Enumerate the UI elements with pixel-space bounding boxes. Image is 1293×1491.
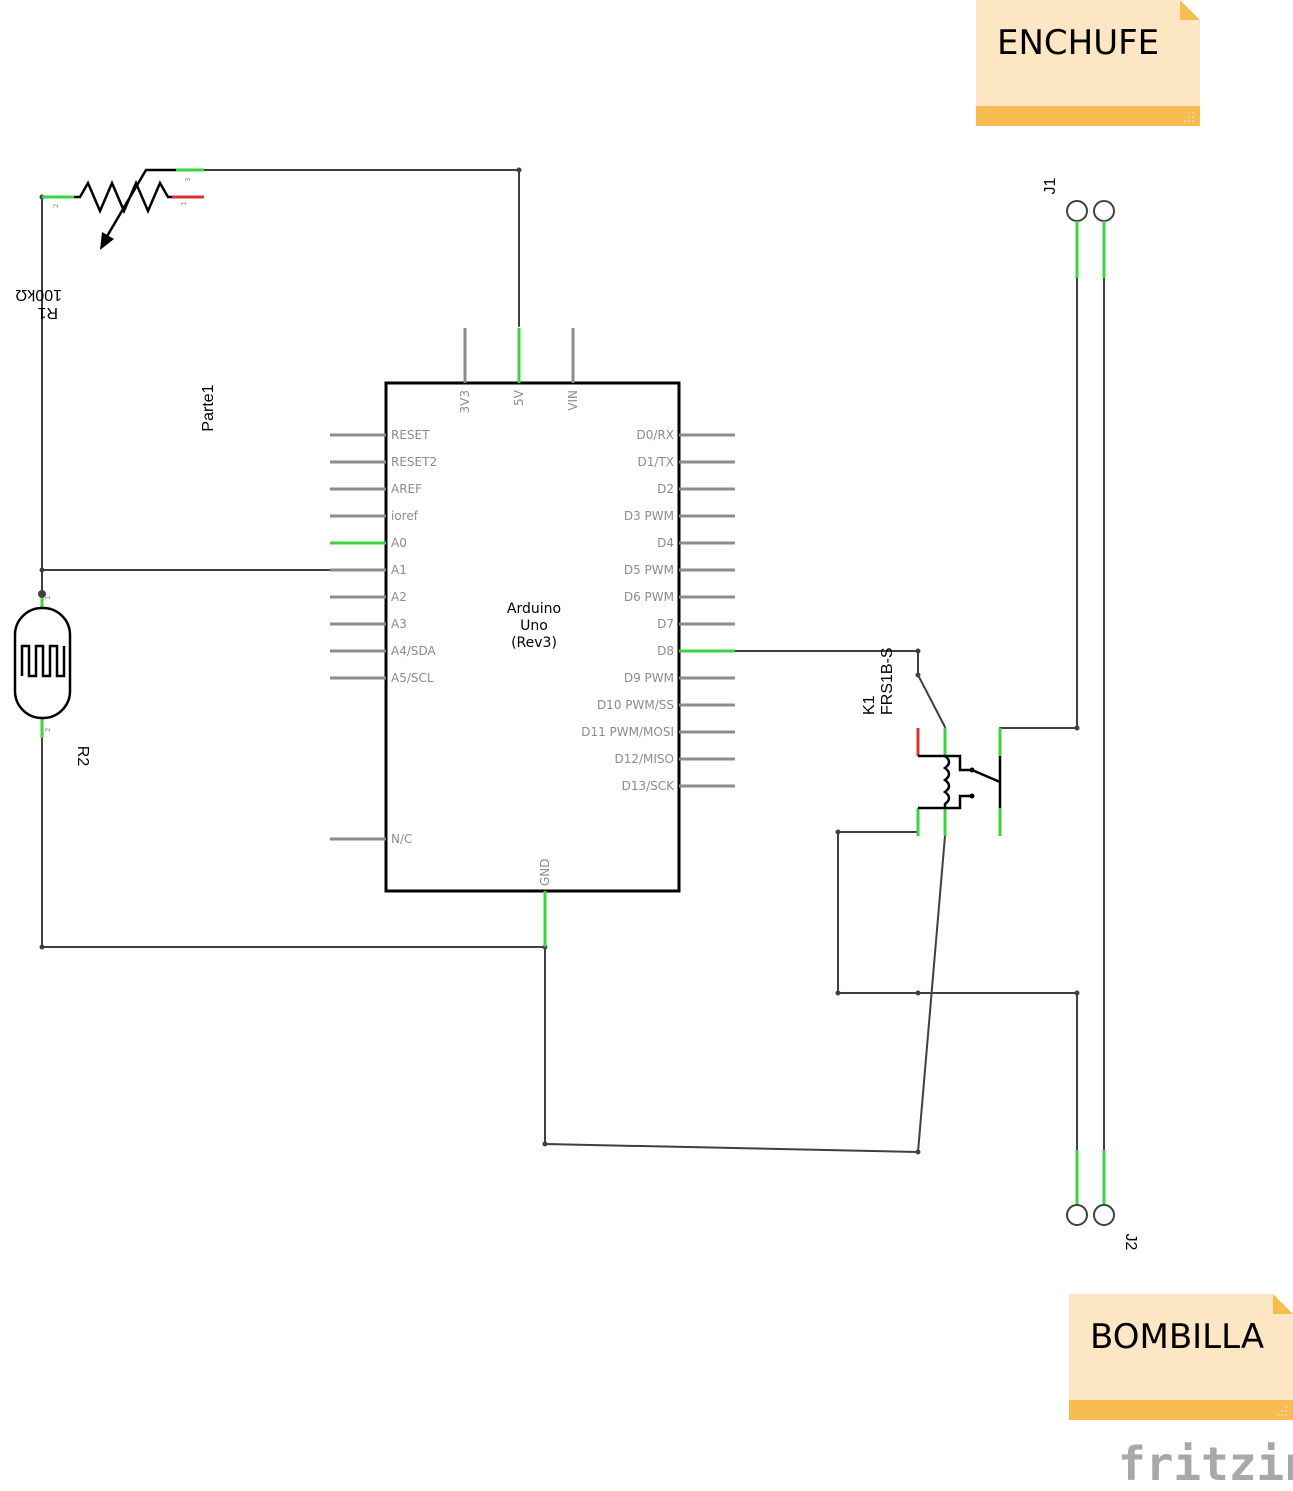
arduino-pin-d8-label: D8 <box>657 644 674 658</box>
wire-relay-switch-to-j1[interactable] <box>999 277 1078 729</box>
arduino-pin-nc-label: N/C <box>391 832 412 846</box>
arduino-pin-d4-label: D4 <box>657 536 674 550</box>
note-enchufe[interactable]: ENCHUFE <box>976 0 1200 126</box>
arduino-pin-d3-pwm-label: D3 PWM <box>624 509 674 523</box>
pot-pin-3-label: 3 <box>184 178 192 182</box>
arduino-pin-reset-label: RESET <box>391 428 430 442</box>
wire-junctions <box>39 167 1080 1155</box>
fritzing-logo: fritzing <box>1118 1437 1293 1491</box>
potentiometer-r1[interactable]: 2 1 3 R1 100kΩ <box>15 168 204 321</box>
j2-terminal-1[interactable] <box>1066 1204 1088 1226</box>
j1-terminal-2[interactable] <box>1093 200 1115 222</box>
note-bombilla[interactable]: BOMBILLA <box>1069 1294 1293 1420</box>
arduino-title-line3: (Rev3) <box>511 635 557 651</box>
relay-model-label: FRS1B-S <box>879 647 896 715</box>
photocell-body <box>13 606 72 720</box>
relay-contact-upper <box>945 754 970 772</box>
relay-switch-arm <box>971 768 1001 784</box>
pot-wiper <box>104 168 176 239</box>
pot-ref-label: R1 <box>37 304 58 321</box>
arduino-pin-reset2-label: RESET2 <box>391 455 437 469</box>
arduino-pin-a2-label: A2 <box>391 590 407 604</box>
wire-relay-coil-loop[interactable] <box>837 831 1078 1151</box>
arduino-pin-3v3-label: 3V3 <box>458 390 472 413</box>
connector-j2-label: J2 <box>1122 1234 1139 1251</box>
arduino-pin-d2-label: D2 <box>657 482 674 496</box>
arduino-pin-d7-label: D7 <box>657 617 674 631</box>
note-enchufe-text: ENCHUFE <box>997 23 1159 63</box>
arduino-pin-d1-tx-label: D1/TX <box>638 455 674 469</box>
arduino-pin-aref-label: AREF <box>391 482 422 496</box>
j1-terminal-1[interactable] <box>1066 200 1088 222</box>
arduino-body <box>384 381 681 893</box>
relay-coil-icon <box>942 755 951 808</box>
arduino-part-label: Parte1 <box>200 384 217 431</box>
arduino-uno[interactable]: Parte1 Arduino Uno (Rev3) 3V3 5V VIN GND… <box>200 328 735 947</box>
wire-pot-to-5v[interactable] <box>203 169 520 327</box>
arduino-pin-gnd-label: GND <box>538 858 552 886</box>
arduino-pin-5v-label: 5V <box>512 389 526 406</box>
arduino-pin-vin-label: VIN <box>566 390 580 411</box>
connector-j1[interactable]: J1 <box>1042 177 1115 278</box>
pot-resistor-zigzag <box>74 179 172 215</box>
arduino-pin-d12-miso-label: D12/MISO <box>614 752 674 766</box>
arduino-pin-d0-rx-label: D0/RX <box>637 428 674 442</box>
pot-wiper-arrow-icon <box>100 232 114 250</box>
j2-terminal-2[interactable] <box>1093 1204 1115 1226</box>
pot-pin-1-label: 1 <box>180 202 188 206</box>
arduino-pin-a0-label: A0 <box>391 536 407 550</box>
note-bombilla-text: BOMBILLA <box>1090 1317 1264 1357</box>
wires <box>41 169 1105 1154</box>
arduino-pin-a5-scl-label: A5/SCL <box>391 671 434 685</box>
arduino-pin-a1-label: A1 <box>391 563 407 577</box>
pot-value-label: 100kΩ <box>15 286 62 303</box>
relay-ref-label: K1 <box>861 695 878 715</box>
arduino-pin-a3-label: A3 <box>391 617 407 631</box>
wire-d8-to-relay[interactable] <box>734 650 946 728</box>
connector-j2[interactable]: J2 <box>1066 1150 1139 1251</box>
arduino-pin-d5-pwm-label: D5 PWM <box>624 563 674 577</box>
photocell-ref-label: R2 <box>74 746 91 767</box>
photocell-serpentine <box>20 644 66 678</box>
photocell-pin-1-label: 1 <box>44 596 52 600</box>
relay-contact-dot-lower <box>969 793 975 799</box>
arduino-pin-d10-pwm-ss-label: D10 PWM/SS <box>597 698 674 712</box>
arduino-title-line1: Arduino <box>507 601 561 617</box>
arduino-pin-d6-pwm-label: D6 PWM <box>624 590 674 604</box>
arduino-title-line2: Uno <box>520 618 548 634</box>
arduino-pin-d13-sck-label: D13/SCK <box>622 779 676 793</box>
pot-pin-2-label: 2 <box>52 204 60 208</box>
relay-k1[interactable]: K1 FRS1B-S <box>861 647 1002 836</box>
photocell-pin-2-label: 2 <box>44 728 52 732</box>
arduino-pin-d11-pwm-mosi-label: D11 PWM/MOSI <box>581 725 674 739</box>
arduino-pin-d9-pwm-label: D9 PWM <box>624 671 674 685</box>
relay-contact-lower <box>945 794 970 810</box>
arduino-pin-ioref-label: ioref <box>391 509 419 523</box>
photocell-r2[interactable]: 1 2 R2 <box>13 590 91 767</box>
connector-j1-label: J1 <box>1042 177 1059 194</box>
arduino-pin-a4-sda-label: A4/SDA <box>391 644 437 658</box>
